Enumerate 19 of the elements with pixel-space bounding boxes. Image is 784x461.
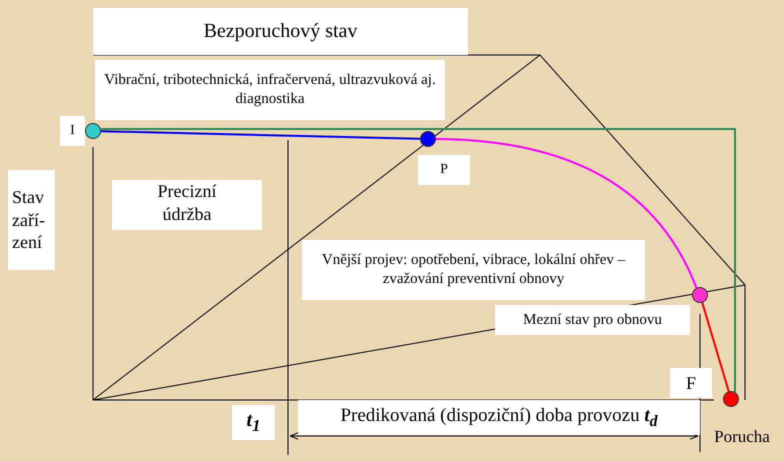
curve-line bbox=[100, 130, 420, 140]
point-marker bbox=[420, 131, 436, 147]
curve-line bbox=[436, 138, 698, 288]
zone-label: Precizní údržba bbox=[112, 180, 262, 230]
time-label: Predikovaná (dispoziční) doba provozu t$_{d}$ bbox=[298, 400, 700, 435]
point-marker bbox=[723, 391, 739, 407]
point-label: P bbox=[418, 155, 470, 185]
note-text: Vibrační, tribotechnická, infračervená, ultrazvuková aj. diagnostika bbox=[95, 60, 445, 120]
time-label: t$_{1}$ bbox=[232, 405, 275, 440]
point-label: Porucha bbox=[713, 426, 771, 448]
point-marker bbox=[692, 287, 708, 303]
note-text: Vnější projev: opotřebení, vibrace, lokální ohřev – zvažování preventivní obnovy bbox=[302, 240, 645, 300]
point-label: F bbox=[670, 368, 712, 398]
point-marker bbox=[85, 123, 101, 139]
note-text: Mezní stav pro obnovu bbox=[495, 305, 690, 335]
point-label: I bbox=[60, 116, 85, 146]
axis-label: Stav zaří- zení bbox=[8, 170, 55, 270]
heading-label: Bezporuchový stav bbox=[93, 8, 468, 55]
curve-line bbox=[701, 302, 730, 392]
